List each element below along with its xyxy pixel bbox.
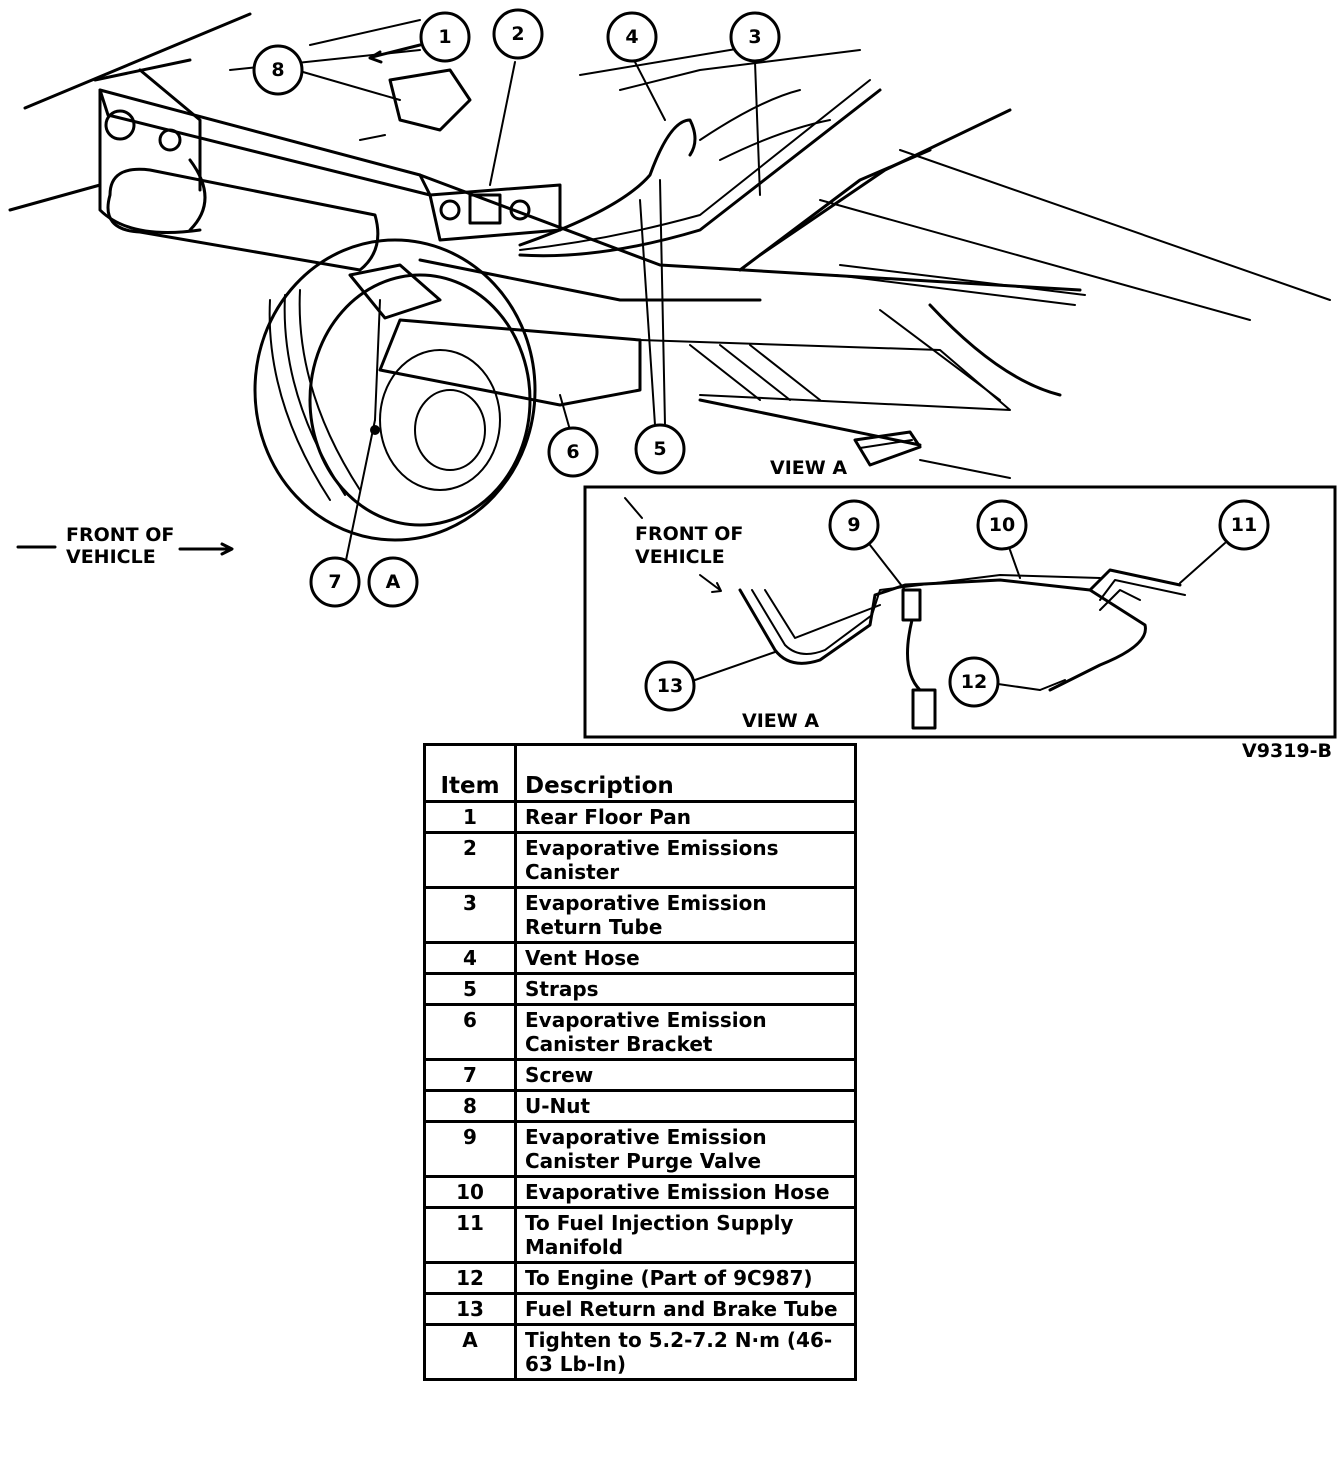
- exploded-view-diagram: 1 2 3 4 5 6 7 8 A FRONT OF VEHICLE VIEW …: [8, 8, 1337, 745]
- legend-item-description: Rear Floor Pan: [514, 800, 857, 834]
- legend-item-number: 10: [423, 1175, 517, 1209]
- legend-item-number: 5: [423, 972, 517, 1006]
- callout-6: 6: [547, 426, 599, 478]
- legend-item-description: Fuel Return and Brake Tube: [514, 1292, 857, 1326]
- svg-text:5: 5: [653, 438, 666, 460]
- legend-item-description: Screw: [514, 1058, 857, 1092]
- callout-8: 8: [252, 44, 304, 96]
- legend-item-number: A: [423, 1323, 517, 1381]
- legend-item-description: Evaporative Emission Canister Bracket: [514, 1003, 857, 1061]
- svg-text:13: 13: [657, 675, 683, 697]
- legend-item-description: U-Nut: [514, 1089, 857, 1123]
- svg-text:4: 4: [625, 26, 638, 48]
- front-of-vehicle-inset-line2: VEHICLE: [635, 546, 725, 568]
- view-a-inset: FRONT OF VEHICLE VIEW A: [583, 485, 1337, 739]
- callout-4: 4: [606, 11, 658, 63]
- svg-text:10: 10: [989, 514, 1015, 536]
- legend-item-number: 9: [423, 1120, 517, 1178]
- legend-header-item: Item: [423, 743, 517, 803]
- callout-9: 9: [828, 499, 880, 551]
- legend-item-number: 3: [423, 886, 517, 944]
- legend-item-number: 12: [423, 1261, 517, 1295]
- front-of-vehicle-label-line1: FRONT OF: [66, 524, 174, 546]
- legend-item-description: Vent Hose: [514, 941, 857, 975]
- svg-text:6: 6: [566, 441, 579, 463]
- legend-item-number: 4: [423, 941, 517, 975]
- callout-10: 10: [976, 499, 1028, 551]
- svg-text:9: 9: [847, 514, 860, 536]
- svg-text:7: 7: [328, 571, 341, 593]
- svg-text:1: 1: [438, 26, 451, 48]
- callout-1: 1: [419, 11, 471, 63]
- legend-item-description: Evaporative Emissions Canister: [514, 831, 857, 889]
- legend-item-description: To Engine (Part of 9C987): [514, 1261, 857, 1295]
- legend-item-description: To Fuel Injection Supply Manifold: [514, 1206, 857, 1264]
- view-a-label-main: VIEW A: [770, 457, 847, 479]
- callout-3: 3: [729, 11, 781, 63]
- figure-code-text: V9319-B: [1242, 740, 1332, 762]
- svg-text:A: A: [386, 571, 401, 593]
- front-of-vehicle-inset-line1: FRONT OF: [635, 523, 743, 545]
- svg-text:3: 3: [748, 26, 761, 48]
- legend-item-description: Evaporative Emission Canister Purge Valv…: [514, 1120, 857, 1178]
- legend-item-number: 11: [423, 1206, 517, 1264]
- view-a-label-inset: VIEW A: [742, 710, 819, 732]
- legend-item-description: Evaporative Emission Return Tube: [514, 886, 857, 944]
- callout-11: 11: [1218, 499, 1270, 551]
- legend-item-number: 2: [423, 831, 517, 889]
- svg-text:8: 8: [271, 59, 284, 81]
- svg-text:11: 11: [1231, 514, 1257, 536]
- legend-item-number: 8: [423, 1089, 517, 1123]
- callout-leaders: [302, 61, 761, 566]
- legend-item-number: 1: [423, 800, 517, 834]
- svg-text:12: 12: [961, 671, 987, 693]
- legend-item-description: Straps: [514, 972, 857, 1006]
- front-of-vehicle-label-line2: VEHICLE: [66, 546, 156, 568]
- callout-2: 2: [492, 8, 544, 60]
- legend-header-description: Description: [514, 743, 857, 803]
- legend-item-number: 6: [423, 1003, 517, 1061]
- figure-code: V9319-B: [1243, 743, 1333, 745]
- underbody-illustration: [8, 12, 1331, 556]
- callout-7: 7: [309, 556, 361, 608]
- svg-text:2: 2: [511, 23, 524, 45]
- legend-item-description: Evaporative Emission Hose: [514, 1175, 857, 1209]
- legend-item-description: Tighten to 5.2-7.2 N·m (46-63 Lb-In): [514, 1323, 857, 1381]
- legend-item-number: 7: [423, 1058, 517, 1092]
- callout-12: 12: [948, 656, 1000, 708]
- callout-A: A: [367, 556, 419, 608]
- callout-5: 5: [634, 423, 686, 475]
- callout-13: 13: [644, 660, 696, 712]
- legend-item-number: 13: [423, 1292, 517, 1326]
- legend-header-row: Item Description: [423, 743, 857, 803]
